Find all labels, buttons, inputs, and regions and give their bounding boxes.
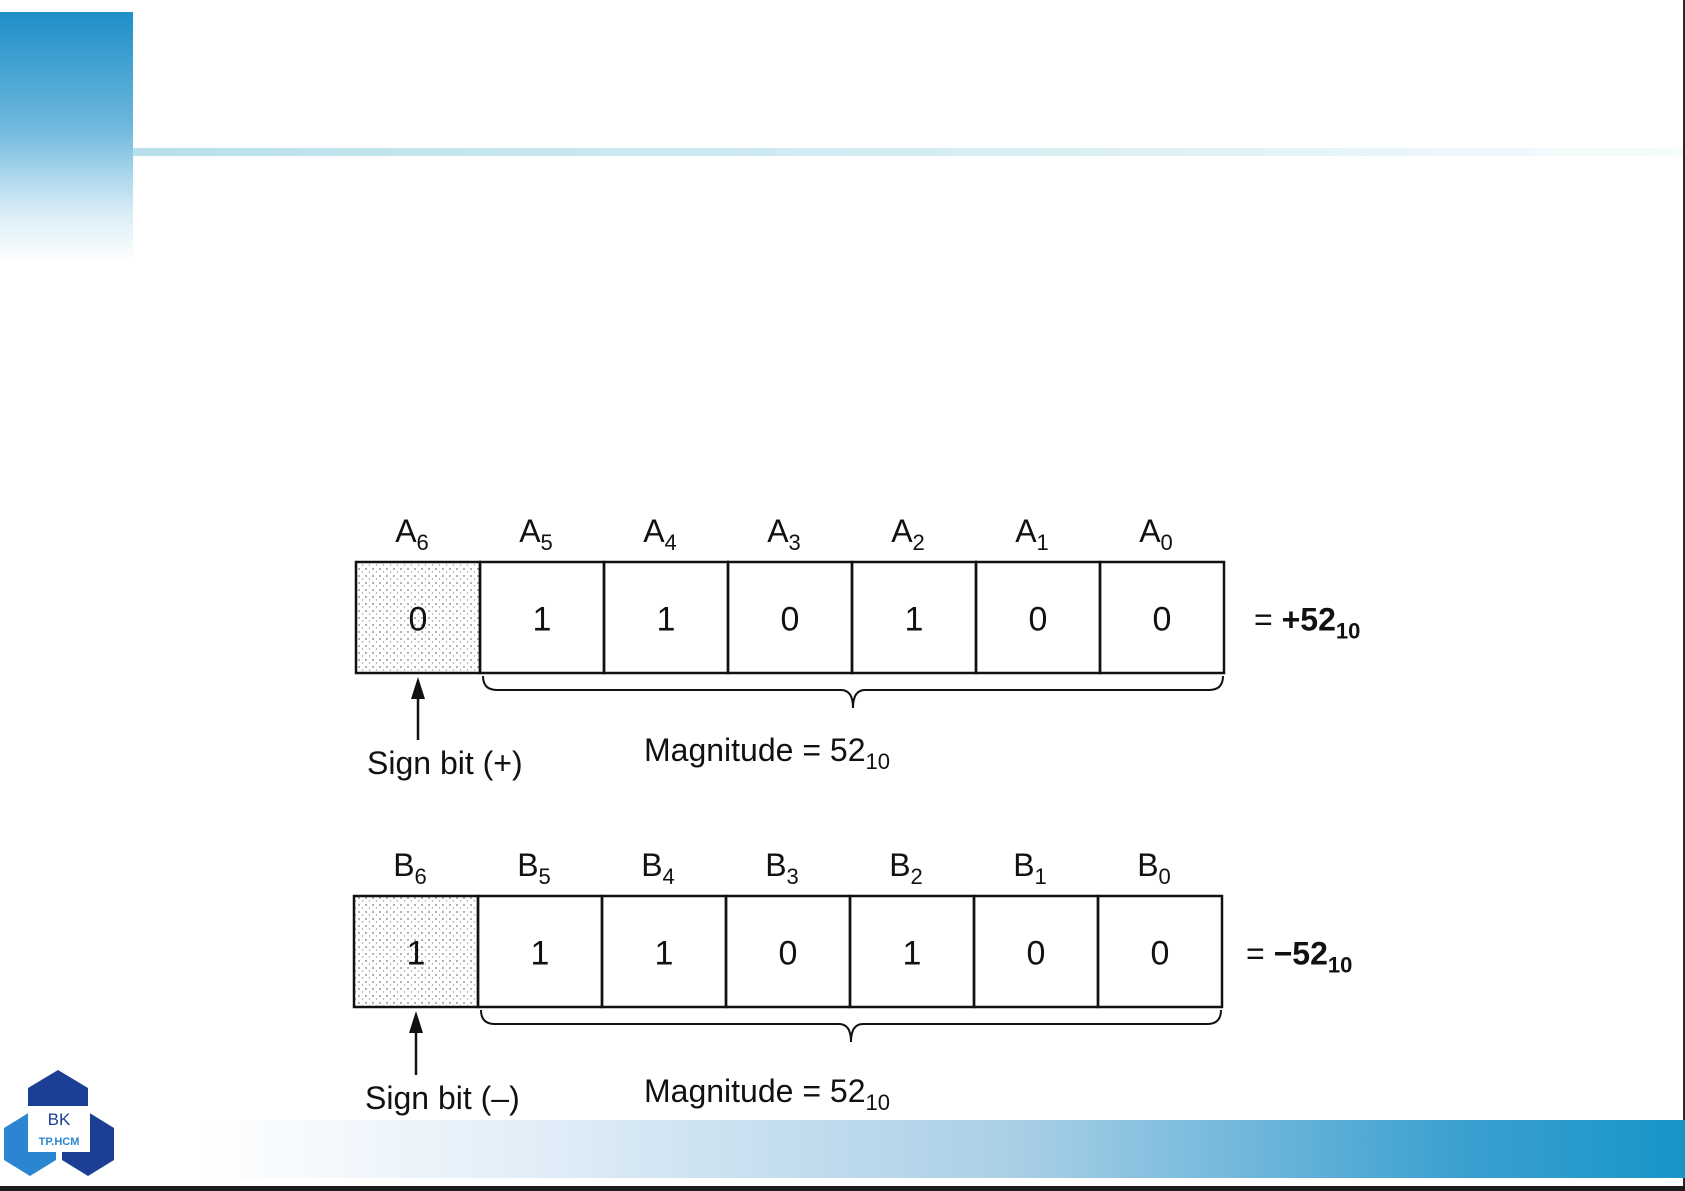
- row-b-bit-label: B0: [1137, 847, 1171, 889]
- bk-tphcm-logo: BK TP.HCM: [0, 1068, 125, 1186]
- row-b-magnitude-brace: [481, 1010, 1221, 1042]
- row-b-bit-value: 1: [531, 935, 550, 973]
- row-a-magnitude-brace: [483, 676, 1223, 708]
- row-a-bit-label: A0: [1139, 513, 1173, 555]
- row-b-bit-label: B3: [765, 847, 799, 889]
- row-a-bit-value: 1: [533, 601, 552, 639]
- row-a-bit-label: A1: [1015, 513, 1049, 555]
- row-a-bit-value: 0: [1029, 601, 1048, 639]
- row-a-bit-label: A2: [891, 513, 925, 555]
- logo-line1: BK: [48, 1110, 71, 1129]
- row-b-bit-value: 0: [779, 935, 798, 973]
- row-a-bit-value: 0: [1153, 601, 1172, 639]
- row-a-bit-label: A6: [395, 513, 429, 555]
- row-a-bit-value: 1: [905, 601, 924, 639]
- row-b-bit-label: B4: [641, 847, 675, 889]
- row-a-sign-label: Sign bit (+): [367, 745, 523, 781]
- row-a-bit-label: A5: [519, 513, 553, 555]
- row-a-bit-value: 0: [409, 601, 428, 639]
- row-b-bit-label: B2: [889, 847, 923, 889]
- row-b-bit-value: 1: [407, 935, 426, 973]
- row-b-bit-value: 1: [655, 935, 674, 973]
- row-b-result: = −5210: [1246, 936, 1352, 978]
- row-b-bit-label: B6: [393, 847, 427, 889]
- row-a-magnitude-label: Magnitude = 5210: [644, 732, 890, 774]
- row-b-sign-label: Sign bit (–): [365, 1080, 520, 1116]
- row-b-bit-label: B5: [517, 847, 551, 889]
- row-b-sign-arrowhead: [409, 1011, 423, 1033]
- row-b-bit-value: 1: [903, 935, 922, 973]
- row-b-bit-value: 0: [1151, 935, 1170, 973]
- row-a-bit-value: 1: [657, 601, 676, 639]
- row-a-bit-label: A4: [643, 513, 677, 555]
- row-a-bit-value: 0: [781, 601, 800, 639]
- row-a-sign-arrowhead: [411, 677, 425, 699]
- row-a-bit-label: A3: [767, 513, 801, 555]
- logo-line2: TP.HCM: [39, 1136, 80, 1148]
- row-b-bit-label: B1: [1013, 847, 1047, 889]
- row-b-bit-value: 0: [1027, 935, 1046, 973]
- row-b-magnitude-label: Magnitude = 5210: [644, 1073, 890, 1115]
- row-a-result: = +5210: [1254, 602, 1360, 644]
